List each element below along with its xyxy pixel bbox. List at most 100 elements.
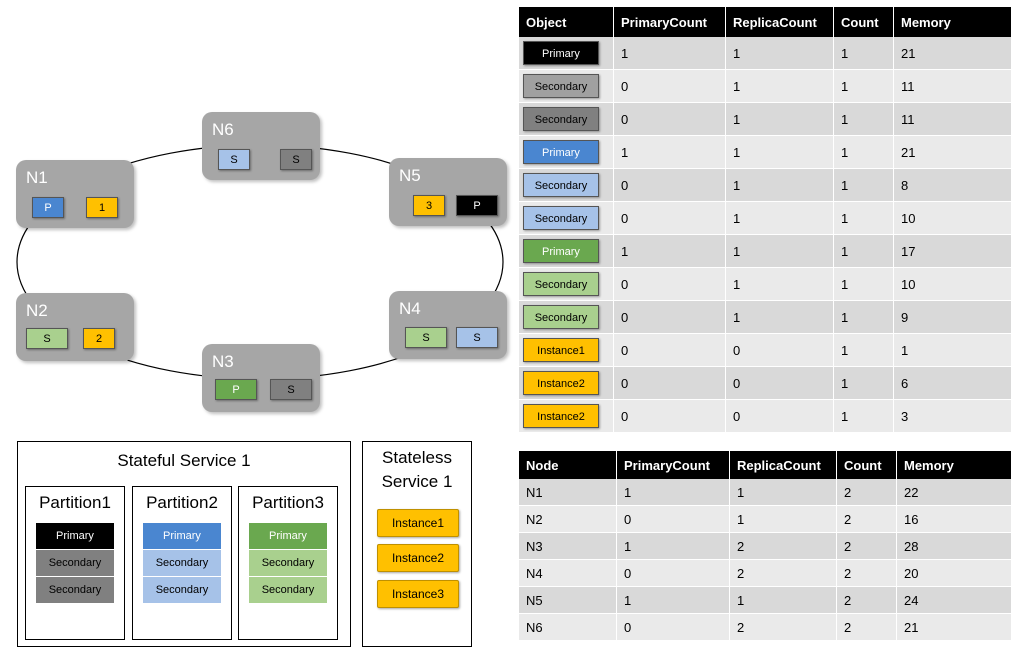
table-cell: 1 — [725, 168, 834, 202]
object-swatch: Primary — [523, 140, 599, 164]
object-swatch: Secondary — [523, 206, 599, 230]
partition-replica: Secondary — [36, 577, 114, 604]
column-header: ReplicaCount — [725, 7, 834, 37]
table-cell: 2 — [836, 613, 897, 641]
table-cell: 16 — [896, 505, 1012, 533]
replica-chip: S — [456, 327, 498, 348]
table-cell: 0 — [613, 69, 726, 103]
instance-chip: 2 — [83, 328, 115, 349]
table-cell: 0 — [725, 366, 834, 400]
table-cell: 22 — [896, 479, 1012, 506]
replica-chip: S — [270, 379, 312, 400]
object-cell: Instance2 — [519, 366, 614, 400]
object-cell: Primary — [519, 135, 614, 169]
table-cell: 1 — [725, 37, 834, 70]
table-cell: 1 — [616, 479, 730, 506]
replica-chip: S — [280, 149, 312, 170]
table-cell: 2 — [836, 505, 897, 533]
partition-box: Partition2 Primary Secondary Secondary — [132, 486, 232, 640]
table-cell: 0 — [616, 559, 730, 587]
table-cell: 8 — [893, 168, 1012, 202]
table-cell: N2 — [519, 505, 617, 533]
table-cell: 0 — [725, 399, 834, 433]
table-cell: 0 — [613, 366, 726, 400]
partition-replica: Secondary — [249, 577, 327, 604]
object-cell: Primary — [519, 37, 614, 70]
column-header: Object — [519, 7, 614, 37]
object-cell: Secondary — [519, 300, 614, 334]
partition-replica: Primary — [143, 523, 221, 550]
object-table: Object PrimaryCount ReplicaCount Count M… — [519, 7, 1012, 433]
table-cell: 0 — [613, 399, 726, 433]
table-cell: 1 — [833, 267, 894, 301]
table-cell: 28 — [896, 532, 1012, 560]
table-cell: 21 — [893, 135, 1012, 169]
stateful-service-box: Stateful Service 1 Partition1 Primary Se… — [17, 441, 351, 647]
instance-box: Instance3 — [377, 580, 459, 608]
object-swatch: Primary — [523, 41, 599, 65]
table-cell: 1 — [613, 135, 726, 169]
table-cell: 1 — [725, 135, 834, 169]
table-cell: 1 — [833, 69, 894, 103]
replica-chip: P — [456, 195, 498, 216]
node-label: N1 — [26, 168, 48, 187]
partition-replica: Secondary — [143, 550, 221, 577]
instance-box: Instance1 — [377, 509, 459, 537]
table-cell: 1 — [725, 300, 834, 334]
object-cell: Secondary — [519, 201, 614, 235]
table-cell: 0 — [613, 102, 726, 136]
node-label: N6 — [212, 120, 234, 139]
object-swatch: Secondary — [523, 272, 599, 296]
table-header-row: Object PrimaryCount ReplicaCount Count M… — [519, 7, 1012, 37]
table-cell: 1 — [833, 366, 894, 400]
node-label: N3 — [212, 352, 234, 371]
table-cell: 9 — [893, 300, 1012, 334]
replica-chip: S — [218, 149, 250, 170]
partition-replica: Primary — [36, 523, 114, 550]
table-cell: 2 — [836, 532, 897, 560]
table-cell: N3 — [519, 532, 617, 560]
table-cell: 1 — [833, 135, 894, 169]
table-cell: 17 — [893, 234, 1012, 268]
table-cell: 1 — [729, 479, 837, 506]
table-cell: 1 — [833, 234, 894, 268]
object-swatch: Instance2 — [523, 404, 599, 428]
column-header: Memory — [893, 7, 1012, 37]
table-cell: 1 — [833, 399, 894, 433]
node-n6: N6 S S — [202, 112, 320, 180]
node-n5: N5 3 P — [389, 158, 507, 226]
table-cell: 1 — [833, 168, 894, 202]
object-cell: Secondary — [519, 102, 614, 136]
table-cell: 2 — [729, 559, 837, 587]
table-cell: 11 — [893, 102, 1012, 136]
table-cell: 0 — [725, 333, 834, 367]
table-cell: 11 — [893, 69, 1012, 103]
node-n3: N3 P S — [202, 344, 320, 412]
table-cell: 2 — [836, 559, 897, 587]
instance-chip: 3 — [413, 195, 445, 216]
table-cell: 24 — [896, 586, 1012, 614]
table-cell: 2 — [836, 479, 897, 506]
replica-chip: S — [405, 327, 447, 348]
column-header: Memory — [896, 451, 1012, 479]
stateless-service-box: Stateless Service 1 Instance1 Instance2 … — [362, 441, 472, 647]
instance-chip: 1 — [86, 197, 118, 218]
stateless-service-title: Stateless — [382, 448, 452, 467]
replica-chip: S — [26, 328, 68, 349]
table-cell: N1 — [519, 479, 617, 506]
column-header: ReplicaCount — [729, 451, 837, 479]
table-cell: 0 — [613, 201, 726, 235]
table-header-row: Node PrimaryCount ReplicaCount Count Mem… — [519, 451, 1012, 479]
object-cell: Secondary — [519, 267, 614, 301]
